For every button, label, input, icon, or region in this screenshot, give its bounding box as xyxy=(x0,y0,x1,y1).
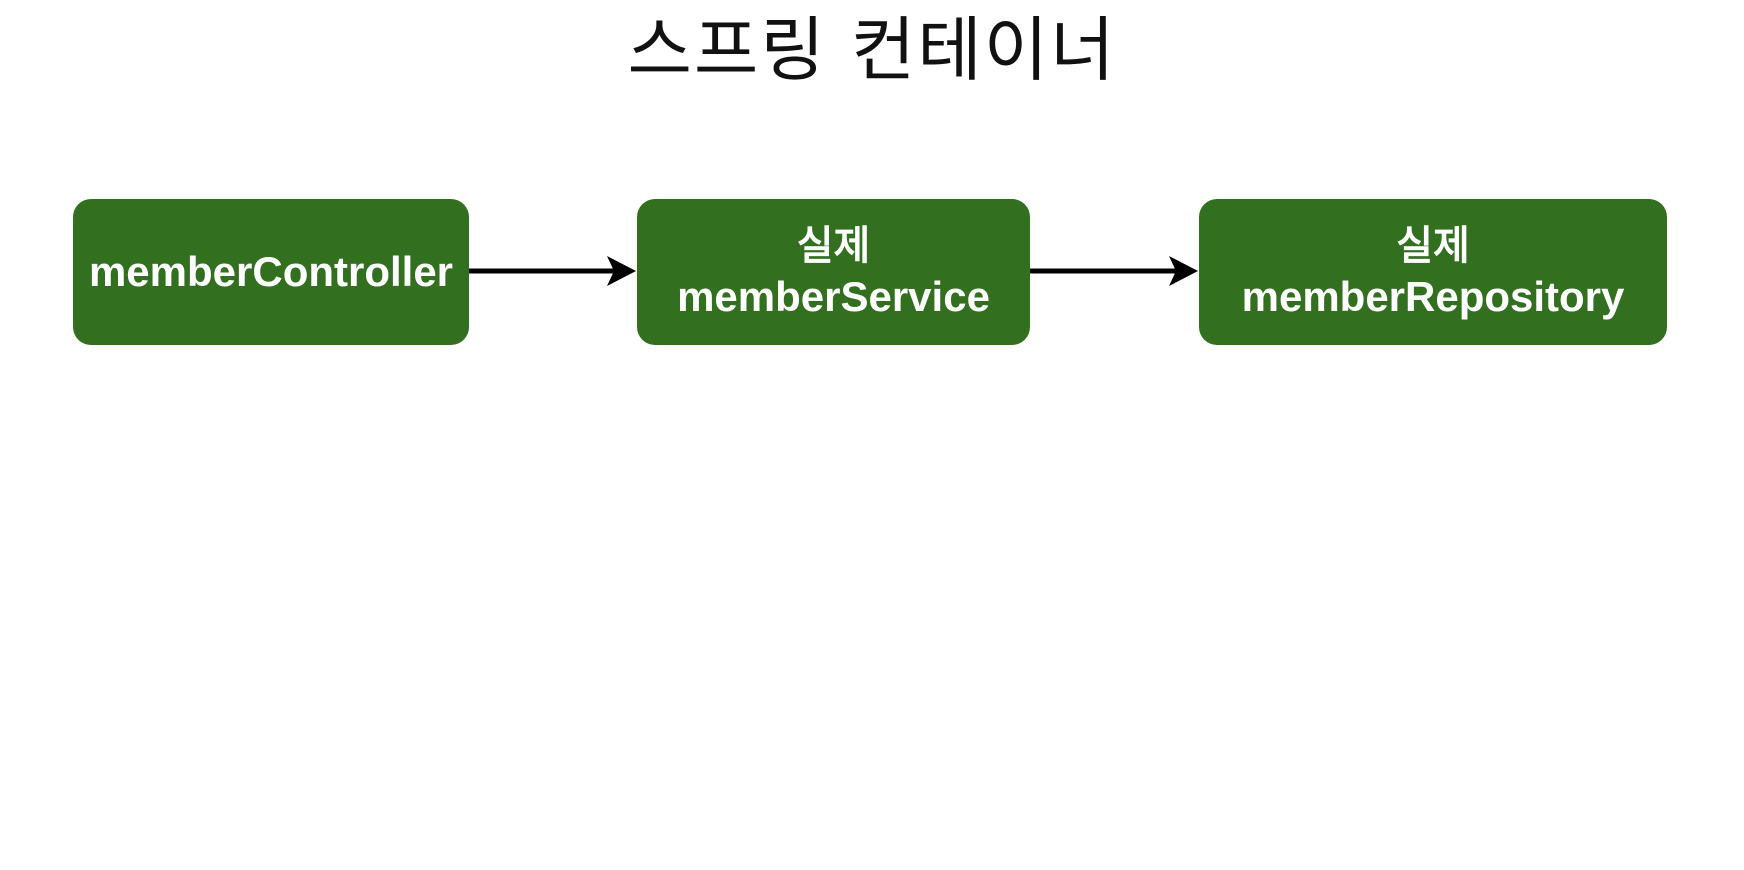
arrow-service-to-repository xyxy=(1030,256,1198,286)
node-prefix: 실제 xyxy=(1396,223,1470,269)
member-service-box: 실제 memberService xyxy=(637,199,1030,345)
node-name: memberService xyxy=(677,273,990,320)
node-name: memberController xyxy=(88,248,454,295)
node-prefix: 실제 xyxy=(796,223,871,269)
diagram-title: 스프링 컨테이너 xyxy=(627,9,1117,91)
node-name: memberRepository xyxy=(1241,273,1625,320)
member-repository-box: 실제 memberRepository xyxy=(1199,199,1667,345)
arrow-controller-to-service xyxy=(469,256,636,286)
member-controller-box: memberController xyxy=(73,199,469,345)
